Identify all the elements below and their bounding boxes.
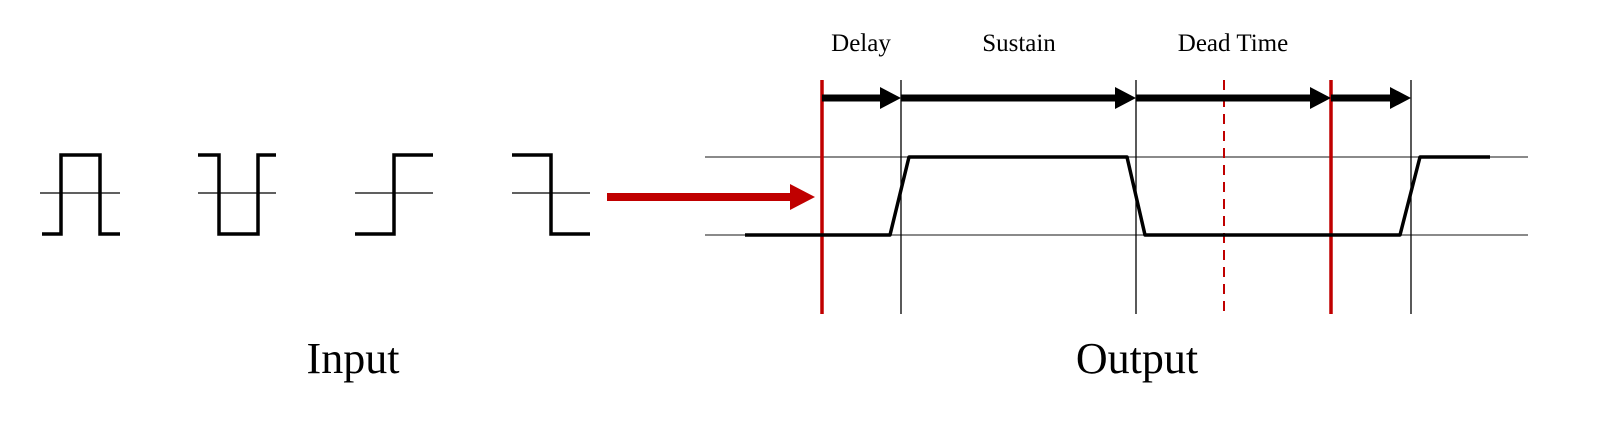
input-label: Input: [307, 334, 400, 383]
dead-time-arrowhead: [1310, 87, 1331, 109]
second-delay-arrowhead: [1390, 87, 1411, 109]
dead-time-label: Dead Time: [1178, 30, 1288, 57]
falling-edge-wave: [512, 153, 590, 236]
sustain-arrowhead: [1115, 87, 1136, 109]
output-grid: [705, 80, 1528, 314]
delay-arrowhead: [880, 87, 901, 109]
trigger-arrow-head: [790, 184, 815, 210]
sustain-label: Sustain: [982, 30, 1056, 57]
input-waveforms: [40, 153, 590, 236]
delay-label: Delay: [831, 30, 891, 57]
timing-arrows: [822, 87, 1411, 109]
trigger-arrow: [607, 184, 815, 210]
negative-pulse-wave: [198, 153, 276, 236]
rising-edge-wave: [355, 153, 433, 236]
output-waveform: [745, 155, 1490, 237]
positive-pulse-wave: [42, 153, 120, 236]
output-label: Output: [1076, 334, 1198, 383]
trigger-lines: [820, 80, 1333, 314]
